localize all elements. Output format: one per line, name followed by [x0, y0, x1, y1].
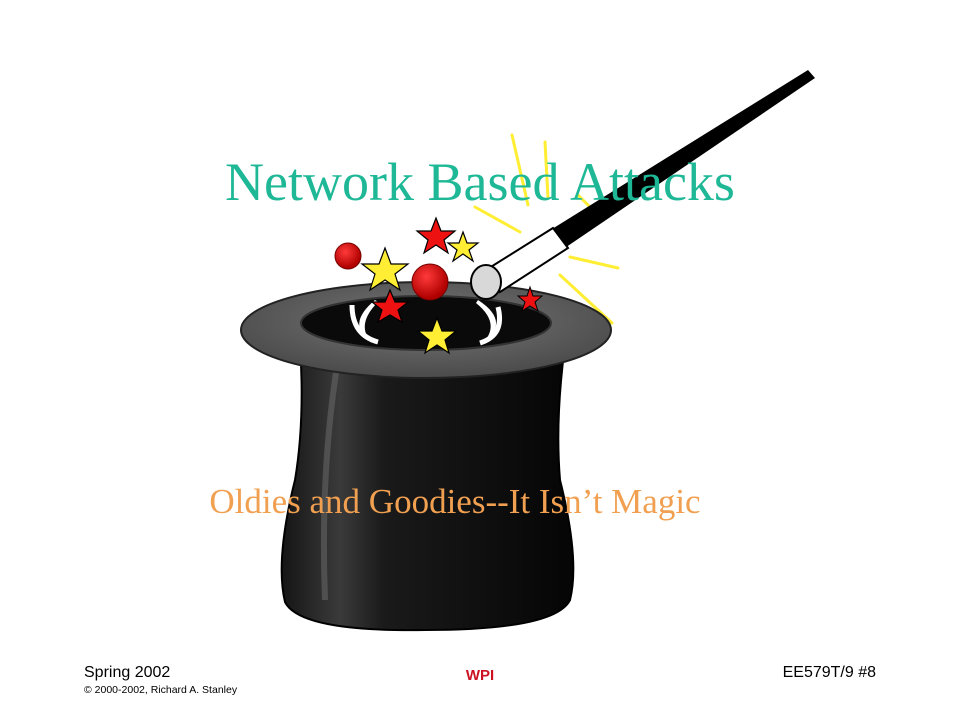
slide-subtitle: Oldies and Goodies--It Isn’t Magic: [209, 482, 701, 521]
footer-date: Spring 2002: [84, 664, 171, 681]
wpi-building-photo-icon: [0, 4, 138, 215]
slide-title: Network Based Attacks: [225, 152, 735, 212]
footer-course-page: EE579T/9 #8: [782, 664, 876, 681]
footer-copyright: © 2000-2002, Richard A. Stanley: [84, 684, 238, 696]
wpi-logo-text: WPI: [465, 667, 495, 684]
